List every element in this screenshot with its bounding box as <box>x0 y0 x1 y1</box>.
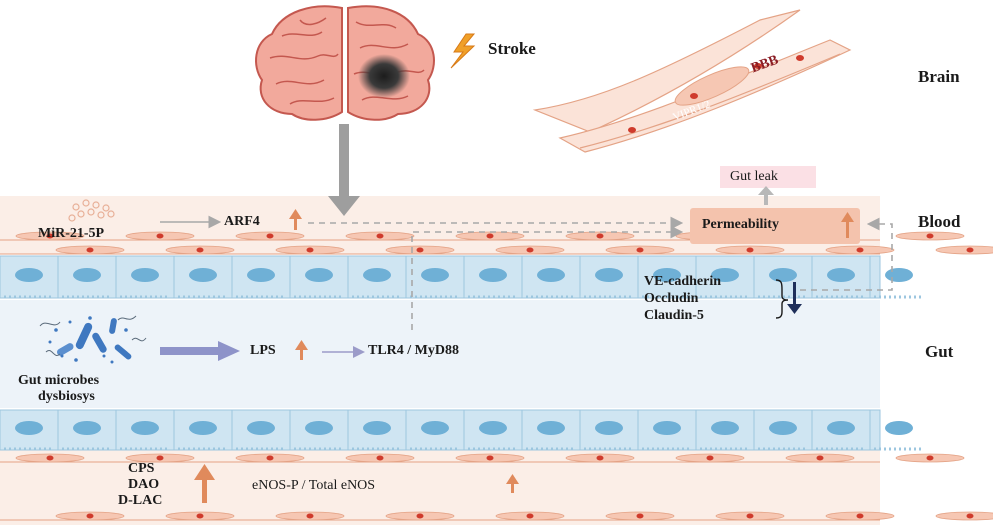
marker-cps: CPS <box>128 461 155 476</box>
arf4-up-arrow <box>289 209 302 230</box>
bbb-vessel-icon <box>532 9 852 153</box>
permeability-label: Permeability <box>702 217 779 232</box>
mir-label: MiR-21-5P <box>38 226 105 241</box>
microbes-label-2: dysbiosys <box>38 389 95 404</box>
lps-up-arrow <box>295 340 308 360</box>
tight-junction-label-2: Occludin <box>644 291 699 306</box>
gut-microbes-icon <box>39 315 147 364</box>
enos-label: eNOS-P / Total eNOS <box>252 478 376 493</box>
region-gut: Gut <box>925 342 954 361</box>
tight-junction-label-1: VE-cadherin <box>644 274 721 289</box>
tight-junction-brace <box>775 279 789 319</box>
marker-dlac: D-LAC <box>118 493 163 508</box>
brain-icon <box>255 5 435 121</box>
permeability-up-arrow <box>841 212 854 238</box>
gut-leak-box <box>720 166 816 188</box>
region-brain: Brain <box>918 67 960 86</box>
lower-epithelium <box>0 409 924 451</box>
tight-junction-down-arrow <box>787 282 802 314</box>
stroke-label: Stroke <box>488 39 536 58</box>
lightning-icon <box>450 33 476 69</box>
upper-epithelium <box>0 255 924 299</box>
enos-up-arrow <box>506 474 519 493</box>
gut-leak-label: Gut leak <box>730 169 778 184</box>
region-blood: Blood <box>918 212 961 231</box>
stroke-down-arrow <box>328 124 360 216</box>
tlr4-label: TLR4 / MyD88 <box>368 343 459 358</box>
microbes-to-lps-arrow <box>160 341 240 361</box>
gut-leak-up-arrow <box>758 186 774 205</box>
lps-label: LPS <box>250 343 276 358</box>
bottom-vessel-cells <box>0 453 993 521</box>
gut-lumen <box>0 300 880 408</box>
tight-junction-label-3: Claudin-5 <box>644 308 704 323</box>
vesicles-icon <box>68 199 115 222</box>
dashed-feedback-lines <box>308 216 893 330</box>
permeability-box <box>690 208 860 244</box>
marker-dao: DAO <box>128 477 160 492</box>
microbes-label-1: Gut microbes <box>18 373 100 388</box>
arf4-label: ARF4 <box>224 214 260 229</box>
markers-up-arrow <box>194 464 215 503</box>
